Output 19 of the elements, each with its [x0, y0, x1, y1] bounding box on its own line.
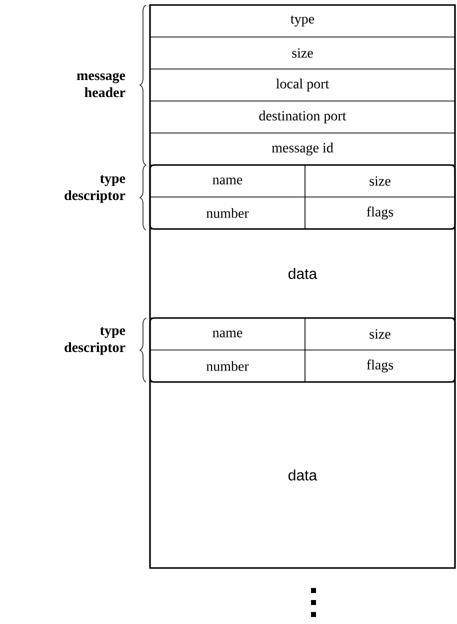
brace-label: type descriptor [64, 175, 126, 203]
table-cell: flags [304, 350, 456, 382]
table-cell: size [150, 36, 456, 70]
brace-label: type descriptor [64, 327, 126, 355]
node-label: type [290, 16, 314, 26]
table-cell: flags [304, 196, 456, 230]
node-label: name [212, 330, 242, 338]
node-label: data [288, 268, 318, 280]
table-cell: destination port [150, 100, 456, 134]
table-cell: number [150, 196, 306, 230]
table-cell: size [304, 318, 456, 350]
brace-label: message header [76, 72, 126, 98]
table-cell: number [150, 350, 306, 382]
table-cell: message id [150, 132, 456, 166]
node-label: data [288, 469, 318, 481]
table-cell: local port [150, 68, 456, 102]
packet-frame [149, 4, 456, 569]
table-cell: size [304, 164, 456, 198]
node-label: name [212, 178, 242, 184]
